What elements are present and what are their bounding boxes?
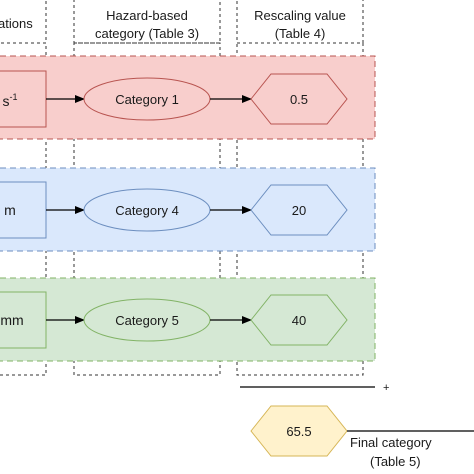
final-category-label-line-1: Final category (350, 435, 432, 450)
row-2-value-label: 20 (292, 203, 306, 218)
row-3-input-label: mm (0, 312, 23, 328)
column-3-header-line-2: (Table 4) (275, 26, 326, 41)
row-3-value-label: 40 (292, 313, 306, 328)
column-2-header: Hazard-based category (Table 3) (73, 0, 221, 44)
row-2-category-label: Category 4 (115, 203, 179, 218)
row-1-value-label: 0.5 (290, 92, 308, 107)
row-1-input-label: s-1 (2, 92, 17, 109)
row-1-value-hexagon (250, 73, 348, 125)
row-2-input-box (0, 181, 47, 239)
row-1: s-1 Category 1 0.5 (0, 55, 376, 140)
final-result: 65.5 Final category (Table 5) (250, 405, 474, 469)
row-1-category-label: Category 1 (115, 92, 179, 107)
column-1-header: ations (0, 0, 47, 44)
sum-operator: + (383, 382, 389, 394)
column-1-header-label: ations (0, 16, 33, 31)
column-2-header-line-2: category (Table 3) (95, 26, 199, 41)
row-3-category-label: Category 5 (115, 313, 179, 328)
final-category-label-line-2: (Table 5) (370, 454, 421, 469)
row-2-value-hexagon (250, 184, 348, 236)
row-3-input-box (0, 291, 47, 349)
final-value-label: 65.5 (286, 424, 311, 439)
column-2-header-line-1: Hazard-based (106, 8, 188, 23)
row-2: m Category 4 20 (0, 167, 376, 252)
column-3-header-line-1: Rescaling value (254, 8, 346, 23)
row-2-input-label: m (4, 202, 16, 218)
row-3-value-hexagon (250, 294, 348, 346)
row-3: mm Category 5 40 (0, 277, 376, 362)
column-3-header: Rescaling value (Table 4) (236, 0, 364, 44)
